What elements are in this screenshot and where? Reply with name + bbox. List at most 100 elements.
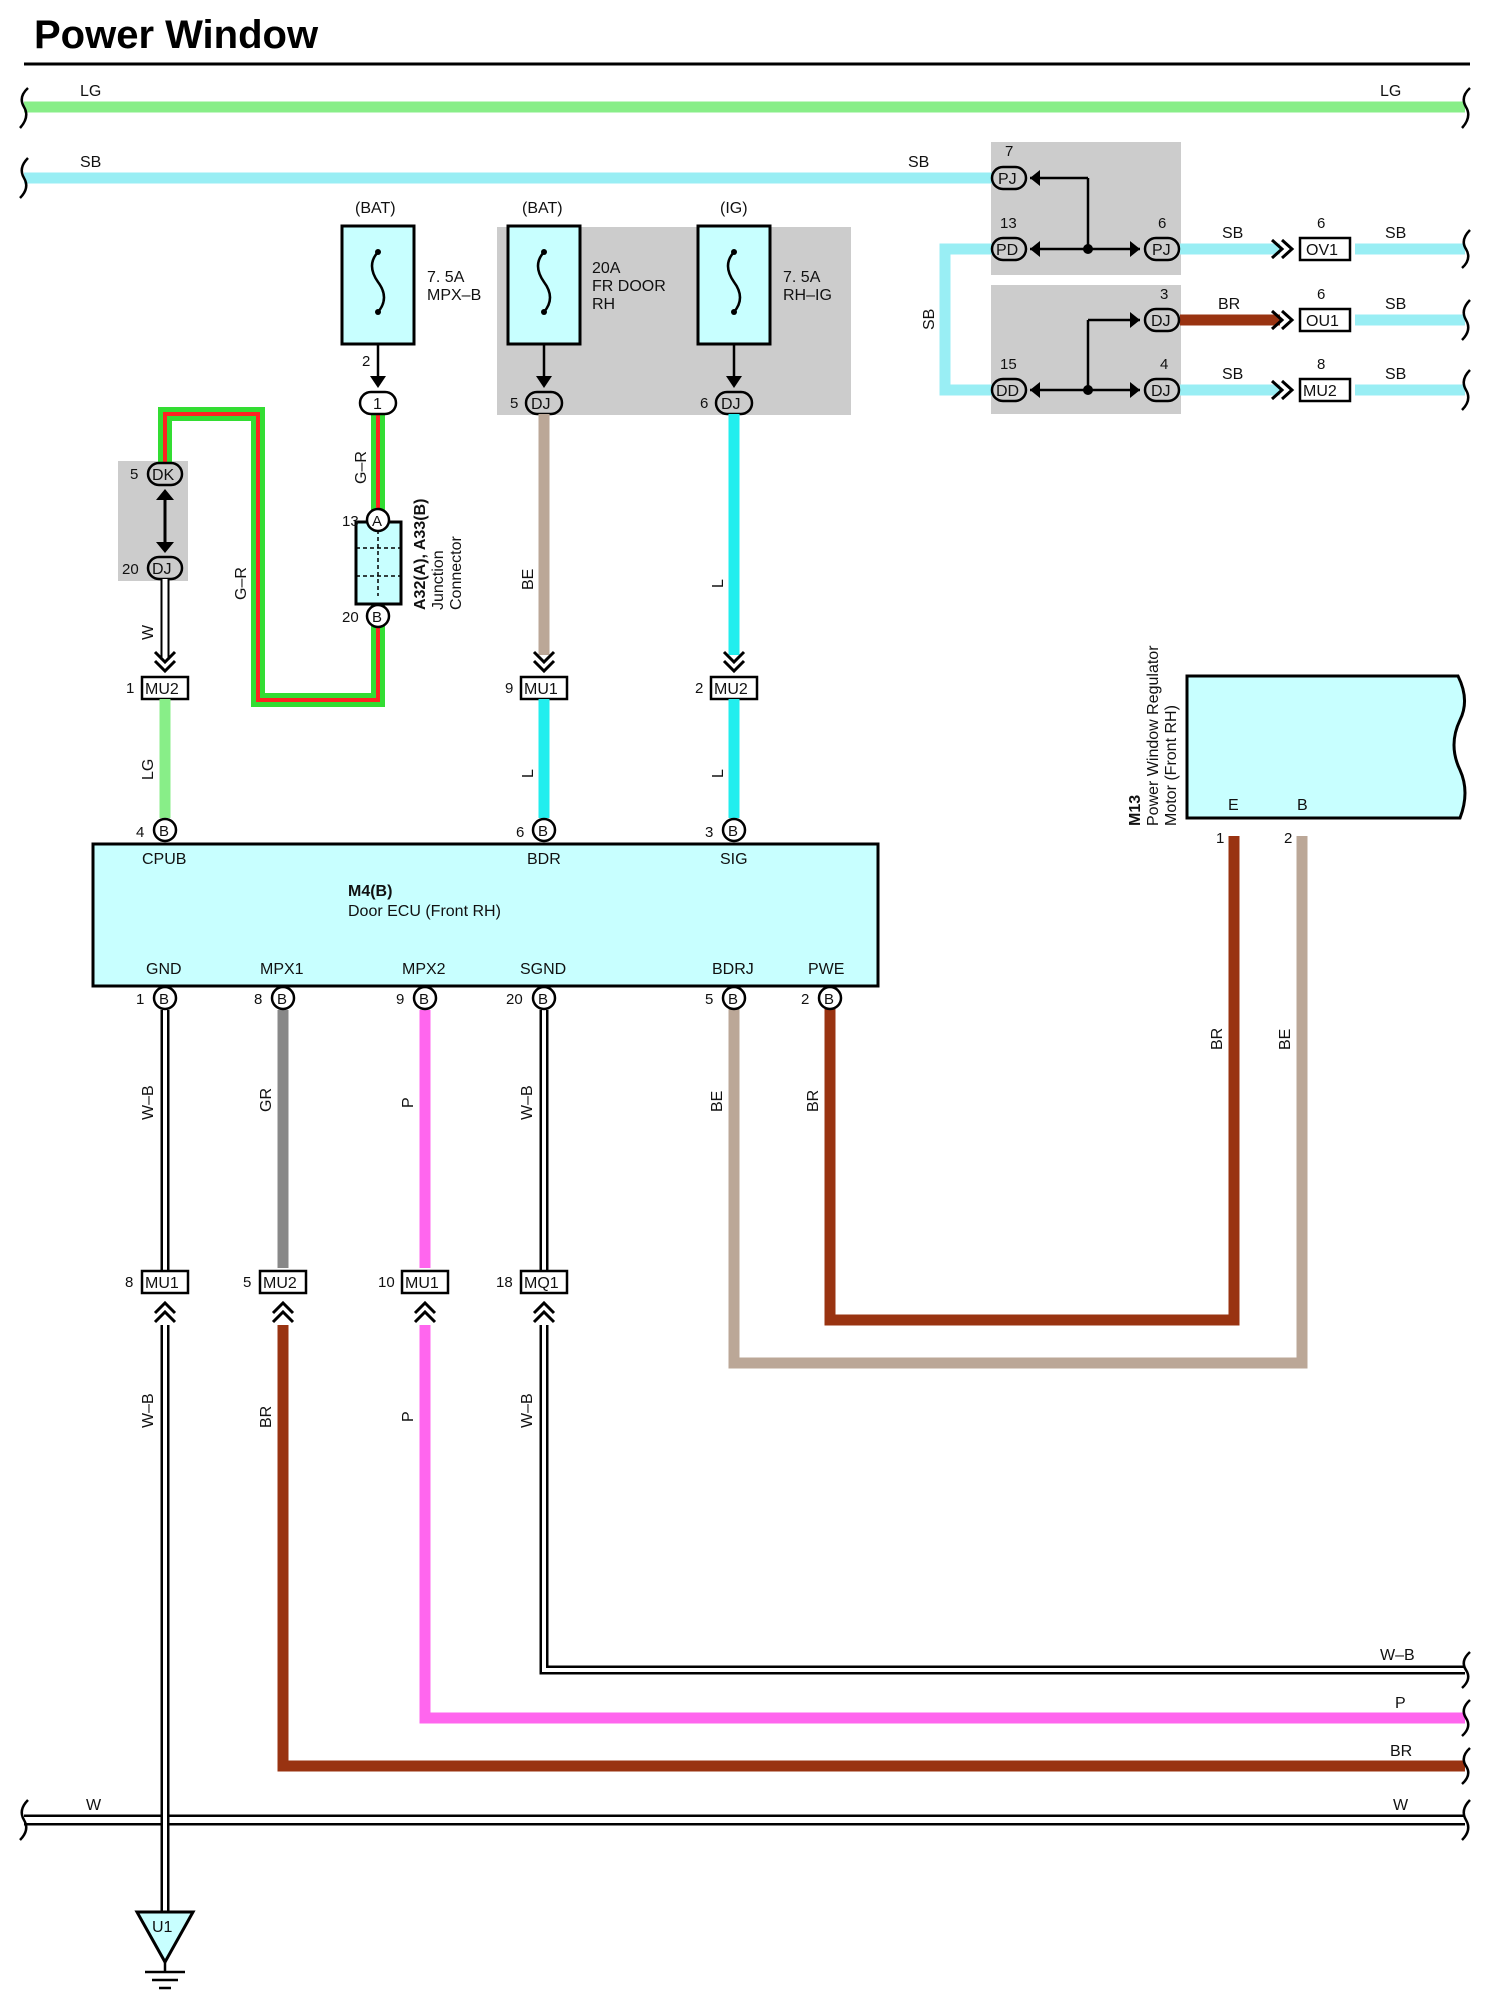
ecu-pin-sgnd: 20 B [506,985,557,1011]
svg-text:6: 6 [1317,215,1325,232]
svg-text:5: 5 [510,395,518,412]
svg-text:B: B [824,991,834,1008]
svg-text:DK: DK [152,467,175,484]
connector-mu1-a: 9 MU1 [505,675,569,701]
ecu-pin-sig: 3 B SIG [705,817,748,868]
ecu-pin-name-pwe: PWE [808,961,844,978]
svg-text:2: 2 [801,991,809,1008]
svg-text:MU2: MU2 [145,681,179,698]
wire-label-l-sig-top: L [710,579,727,588]
svg-text:RH: RH [592,296,615,313]
svg-text:BR: BR [258,1406,275,1428]
svg-text:PD: PD [996,242,1018,259]
svg-text:W: W [140,624,157,640]
svg-text:W–B: W–B [519,1393,536,1428]
svg-text:4: 4 [1160,356,1168,373]
ecu-pin-mpx2: 9 B [396,985,438,1011]
ecu-pin-name-mpx2: MPX2 [402,961,446,978]
svg-text:B: B [538,823,548,840]
svg-text:PJ: PJ [998,171,1017,188]
svg-text:B: B [372,609,382,626]
svg-text:PJ: PJ [1152,242,1171,259]
svg-text:10: 10 [378,1274,395,1291]
svg-text:W: W [1393,1797,1409,1814]
wire-label-sb-ou1-right: SB [1385,296,1406,313]
svg-text:B: B [728,823,738,840]
sb-bus: SB SB [19,154,1000,199]
connector-ou1: 6 OU1 [1270,286,1352,333]
svg-text:B: B [419,991,429,1008]
svg-text:W–B: W–B [140,1085,157,1120]
wire-g-r-loop [158,404,385,707]
svg-text:4: 4 [136,824,144,841]
svg-text:B: B [538,991,548,1008]
connector-dj-6: 6 DJ [700,390,754,416]
wire-label-sb-mu2-left: SB [1222,366,1243,383]
connector-mu1-c: 10 MU1 [378,1269,450,1295]
wire-label-l-bdr: L [520,769,537,778]
connector-ov1: 6 OV1 [1270,215,1352,262]
svg-text:MU2: MU2 [1303,383,1337,400]
right-top-wiring: SB SB SB BR SB SB SB [921,176,1471,411]
lg-bus-label-left: LG [80,83,101,100]
svg-text:W–B: W–B [140,1393,157,1428]
connector-mu2-a: 1 MU2 [126,675,190,701]
svg-text:6: 6 [700,395,708,412]
fuse-mpx-b: (BAT) 7. 5A MPX–B [340,200,481,346]
svg-text:1: 1 [126,680,134,697]
svg-text:Power Window Regulator: Power Window Regulator [1145,645,1162,826]
wire-label-p-mpx2-top: P [400,1097,417,1108]
connector-dj-3: 3 DJ [1130,286,1181,333]
wire-be-bdrj-motor [728,836,1308,1369]
ecu-pin-name-sgnd: SGND [520,961,566,978]
wire-br-mpx1-bus: BR BR [258,1325,1471,1785]
connector-dd-15: 15 DD [990,356,1040,403]
svg-text:1: 1 [1216,830,1224,847]
svg-text:13: 13 [342,513,359,530]
svg-text:(BAT): (BAT) [355,200,396,217]
svg-text:5: 5 [705,991,713,1008]
wire-label-be-motor-b: BE [1277,1029,1294,1050]
ecu-pin-name-mpx1: MPX1 [260,961,304,978]
svg-text:MPX–B: MPX–B [427,287,481,304]
wire-label-g-r-a: G–R [353,451,370,484]
svg-text:2: 2 [362,353,370,370]
lg-bus: LG LG [19,83,1471,129]
connector-mu2-right: 8 MU2 [1270,356,1352,403]
junction-connector-body [354,520,403,606]
sb-bus-label-left: SB [80,154,101,171]
svg-text:5: 5 [243,1274,251,1291]
svg-text:DJ: DJ [1151,313,1171,330]
svg-text:MU1: MU1 [524,681,558,698]
window-motor: E B 1 2 M13 Power Window Regulator Motor… [1127,645,1467,847]
svg-text:RH–IG: RH–IG [783,287,832,304]
wire-label-g-r-b: G–R [233,567,250,600]
svg-text:8: 8 [1317,356,1325,373]
connector-1: 2 1 [358,353,398,416]
ground-icon: U1 [134,1910,196,1990]
svg-text:20: 20 [342,609,359,626]
ecu-pin-name-gnd: GND [146,961,182,978]
svg-text:W–B: W–B [1380,1647,1415,1664]
svg-text:20: 20 [122,561,139,578]
wire-p-mpx2-bus: P P [400,1325,1471,1737]
svg-text:BDR: BDR [527,851,561,868]
svg-text:20A: 20A [592,260,621,277]
door-ecu [91,842,880,988]
ecu-pin-bdrj: 5 B [705,985,747,1011]
svg-text:B: B [159,823,169,840]
svg-text:(IG): (IG) [720,200,748,217]
wire-w-b-sgnd: W–B [519,1010,549,1270]
ecu-id: M4(B) [348,883,392,900]
wire-label-sb-ov1-left: SB [1222,225,1243,242]
svg-text:1: 1 [136,991,144,1008]
svg-text:Connector: Connector [448,536,465,610]
wire-label-be-bdrj: BE [709,1091,726,1112]
svg-text:OU1: OU1 [1306,313,1339,330]
svg-text:DJ: DJ [1151,383,1171,400]
wire-w-b-sgnd-bus: W–B W–B [519,1325,1471,1689]
connector-dj-4: 4 DJ [1130,356,1181,403]
svg-text:B: B [277,991,287,1008]
svg-text:20: 20 [506,991,523,1008]
connector-dk-5: 5 DK [130,461,184,487]
